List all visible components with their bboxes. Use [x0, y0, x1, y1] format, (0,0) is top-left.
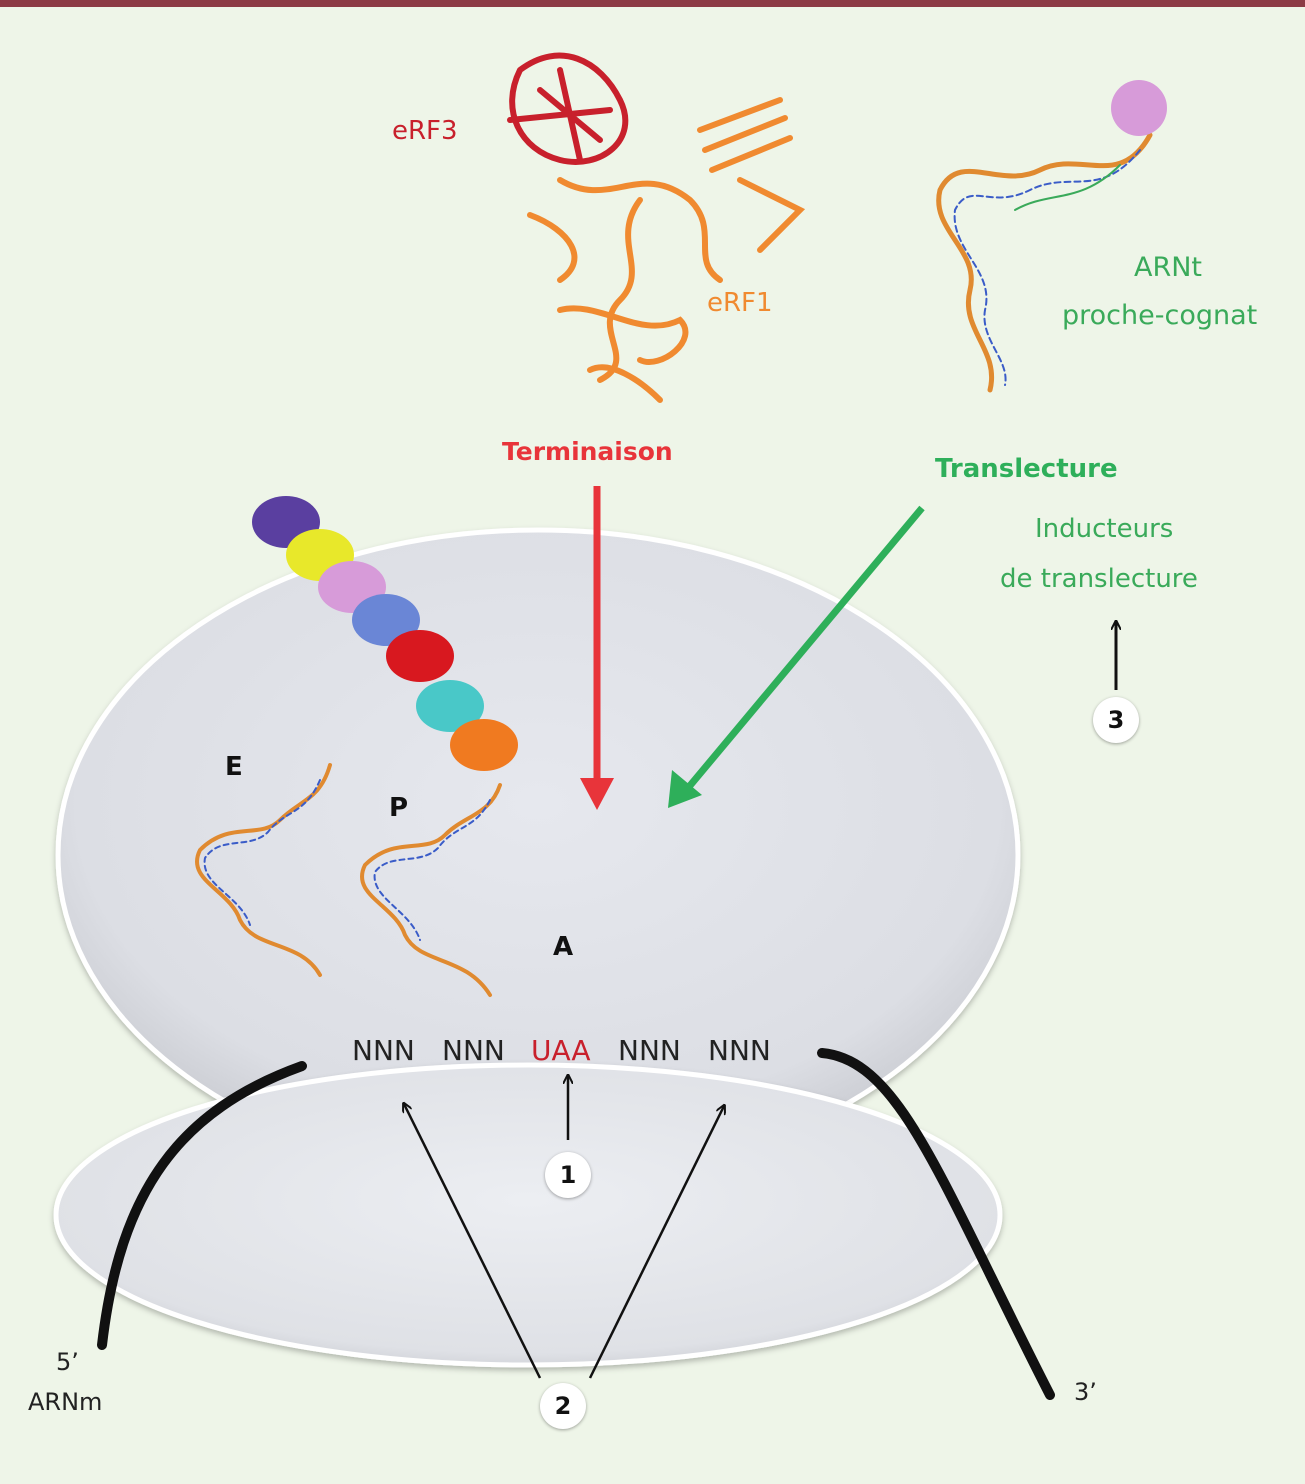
termination-arrowhead	[580, 778, 614, 810]
amino-acid-bead-5	[386, 630, 454, 682]
mrna-label: ARNm	[28, 1388, 103, 1416]
erf-complex-structure	[507, 52, 806, 403]
amino-acid-bead-6	[416, 680, 484, 732]
stop-codon: UAA	[531, 1034, 591, 1067]
amino-acid-bead-4	[352, 594, 420, 646]
five-prime-label: 5’	[56, 1348, 79, 1376]
erf1-label: eRF1	[707, 288, 773, 318]
trna-label-line2: proche-cognat	[1062, 300, 1258, 331]
amino-acid-bead	[1111, 80, 1167, 136]
mrna-strand-5prime	[97, 1061, 307, 1350]
trna-p-site	[360, 783, 502, 997]
codon-4: NNN	[618, 1034, 681, 1067]
codon-1: NNN	[352, 1034, 415, 1067]
codon-5: NNN	[708, 1034, 771, 1067]
trna-e-site	[195, 763, 332, 977]
readthrough-label: Translecture	[935, 454, 1118, 484]
near-cognate-trna-structure	[936, 132, 1153, 393]
marker-3: 3	[1093, 697, 1139, 743]
three-prime-label: 3’	[1074, 1378, 1097, 1406]
readthrough-arrowhead	[668, 770, 702, 808]
erf3-label: eRF3	[392, 116, 458, 146]
nascent-peptide-chain	[252, 496, 518, 771]
site-a-label: A	[553, 932, 574, 962]
codon-2: NNN	[442, 1034, 505, 1067]
trna-label-line1: ARNt	[1134, 252, 1203, 283]
arrow-marker-2-right	[588, 1106, 724, 1379]
mrna-strand-3prime	[817, 1048, 1055, 1400]
readthrough-arrow	[685, 505, 925, 791]
inducers-label-line2: de translecture	[1000, 564, 1198, 594]
site-p-label: P	[389, 793, 409, 823]
termination-label: Terminaison	[502, 437, 673, 466]
site-e-label: E	[225, 752, 243, 782]
marker-2: 2	[540, 1383, 586, 1429]
marker-1: 1	[545, 1152, 591, 1198]
arrow-marker-2-left	[404, 1104, 542, 1379]
top-border	[0, 0, 1305, 7]
amino-acid-bead-7	[450, 719, 518, 771]
inducers-label-line1: Inducteurs	[1035, 514, 1174, 544]
small-subunit	[53, 1062, 1003, 1368]
